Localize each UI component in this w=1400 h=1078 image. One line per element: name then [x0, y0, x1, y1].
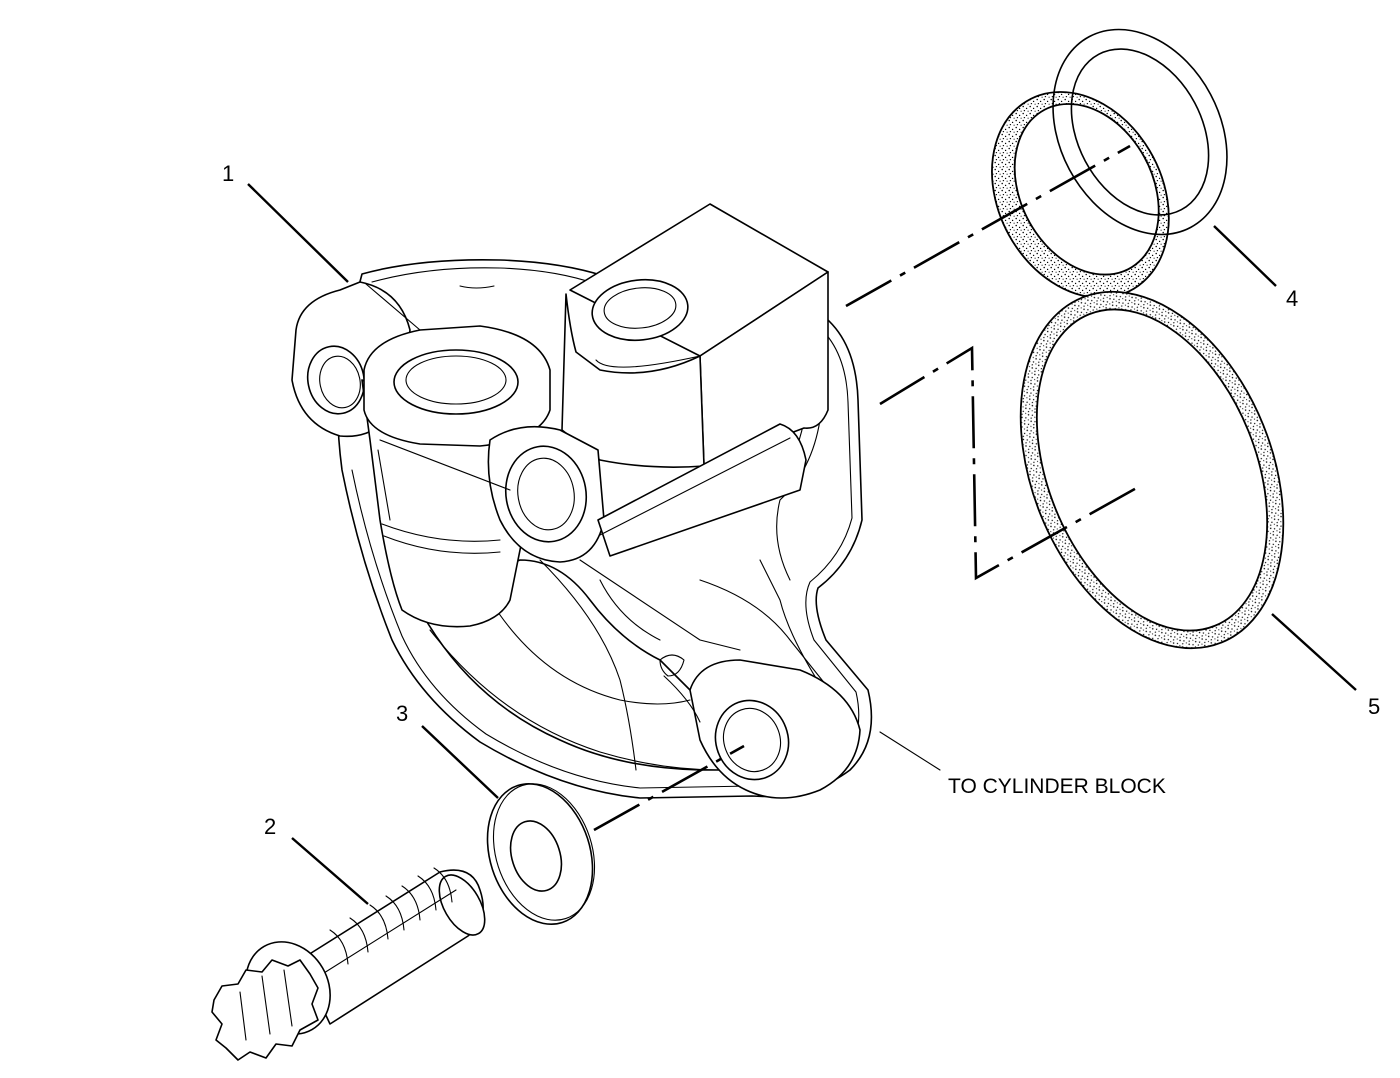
- small-seal-outer-edge: [1052, 28, 1228, 236]
- bolt-thread-3: [401, 885, 421, 921]
- housing-surface-line-4: [599, 579, 661, 641]
- large-seal-inner-fill: [1035, 308, 1269, 632]
- washer-hole: [509, 820, 563, 892]
- housing-surface-line-2: [365, 283, 421, 331]
- housing-flange-front: [351, 267, 860, 789]
- centerline-seal-5: [879, 345, 1141, 581]
- housing-surface-line-3: [459, 285, 495, 289]
- callout-3: 3: [396, 701, 408, 726]
- leader-note: [879, 731, 941, 771]
- centerline-seal-4: [845, 144, 1131, 308]
- bolt-head-face-1: [239, 991, 247, 1041]
- side-port-inner: [517, 457, 575, 531]
- leader-2: [291, 837, 369, 905]
- housing-bowl-contour-2: [489, 599, 691, 705]
- bolt-thread-5: [433, 867, 453, 903]
- centerline-washer: [593, 744, 745, 832]
- housing-arm: [597, 423, 807, 557]
- housing-bowl-contour-4: [579, 559, 741, 651]
- housing-bowl-contour-3: [539, 559, 637, 771]
- note-to-cylinder-block: TO CYLINDER BLOCK: [948, 775, 1166, 798]
- leader-4: [1213, 225, 1277, 287]
- upper-block-front: [561, 293, 705, 468]
- housing-bowl-contour-1: [429, 629, 721, 771]
- cylinder-band-lower: [383, 535, 501, 554]
- bolt-thread-2: [385, 895, 405, 931]
- bottom-bolt-hole-inner: [722, 707, 782, 773]
- leader-lines: [247, 183, 1357, 905]
- callout-2: 2: [264, 814, 276, 839]
- housing-surface-line-1: [379, 439, 511, 491]
- leader-5: [1271, 613, 1357, 691]
- side-port-outer: [504, 445, 588, 543]
- callout-5: 5: [1368, 694, 1380, 719]
- bolt-head-face-2: [261, 975, 271, 1035]
- housing-bowl-contour-5: [699, 579, 831, 691]
- upper-block-side: [699, 271, 829, 467]
- bolt-thread-1: [369, 904, 389, 940]
- small-seal-ring: [991, 91, 1170, 299]
- bolt-head-face-3: [283, 969, 293, 1027]
- cylinder-side-line: [377, 449, 391, 521]
- small-seal-inner-edge: [1070, 48, 1210, 216]
- bolt-tip-end: [438, 874, 486, 936]
- bolt-thread-line: [315, 889, 457, 979]
- bottom-lobe-edge: [663, 675, 701, 723]
- bolt-head: [211, 959, 319, 1061]
- callout-4: 4: [1286, 286, 1298, 311]
- center-port-inner: [405, 355, 507, 405]
- housing-arm-edge: [599, 437, 791, 536]
- bolt-part-2: [211, 867, 486, 1061]
- callout-1: 1: [222, 161, 234, 186]
- washer-outer-rim: [492, 783, 596, 921]
- bottom-bolt-hole-outer: [714, 699, 790, 781]
- leader-3: [421, 725, 499, 799]
- washer-part-3: [486, 783, 596, 925]
- cylinder-band-upper: [381, 523, 501, 542]
- assembly-centerlines: [593, 144, 1141, 832]
- leader-1: [247, 183, 349, 283]
- labels: 1 2 3 4 5 TO CYLINDER BLOCK: [222, 161, 1380, 839]
- upper-block-port-inner: [603, 287, 677, 329]
- bolt-thread-4: [417, 875, 437, 911]
- bottom-lobe-notch: [659, 654, 685, 677]
- bolt-thread-6: [349, 917, 369, 953]
- left-ear-hole-inner: [319, 355, 361, 409]
- housing-part-1: [291, 203, 873, 799]
- bolt-thread-7: [329, 929, 349, 965]
- center-port-outer: [393, 349, 519, 415]
- seal-part-5: [1019, 290, 1285, 650]
- upper-block-edge: [595, 355, 701, 368]
